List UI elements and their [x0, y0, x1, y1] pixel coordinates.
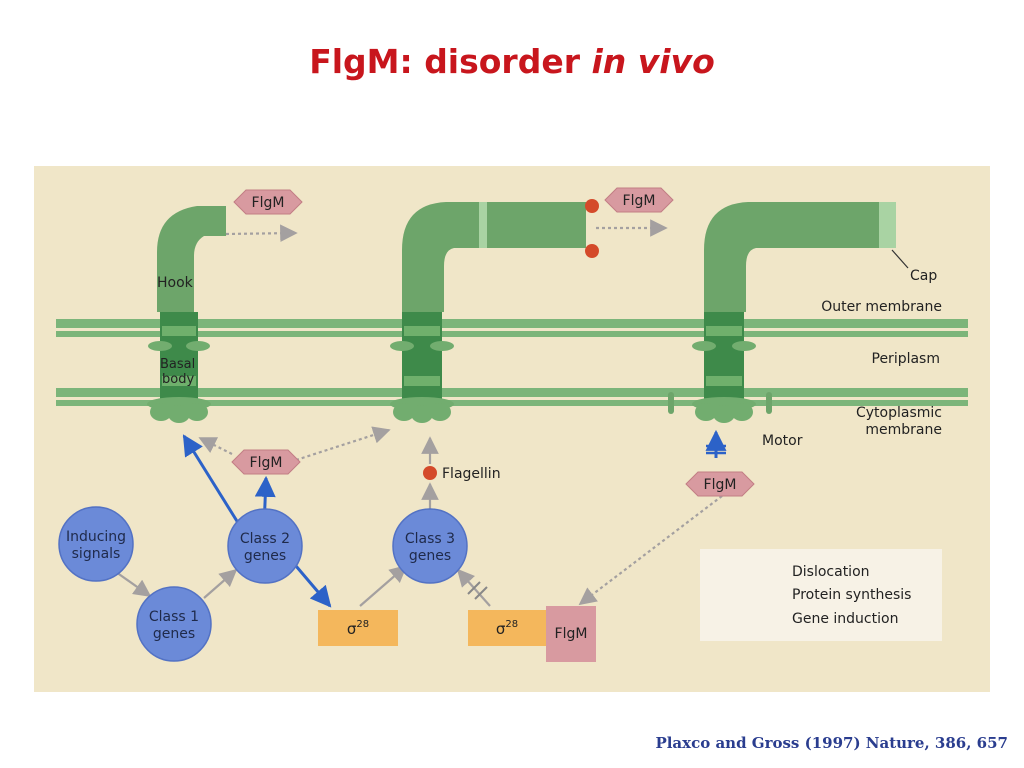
svg-text:FlgM: FlgM: [623, 193, 656, 209]
dislocation-arrows: [198, 219, 723, 606]
svg-text:Class 2: Class 2: [240, 531, 290, 547]
class-3-genes-circle: Class 3 genes: [392, 508, 468, 584]
outer-membrane: [56, 319, 968, 337]
svg-text:genes: genes: [409, 548, 451, 564]
class-2-genes-circle: Class 2 genes: [227, 508, 303, 584]
svg-text:genes: genes: [244, 548, 286, 564]
sigma28-flgm-complex: σ28 FlgM: [468, 606, 596, 662]
svg-text:Inducing: Inducing: [66, 529, 126, 545]
flgm-hexagon-middle: FlgM: [231, 449, 301, 475]
title-main: FlgM: disorder: [309, 42, 592, 81]
title-emphasis: in vivo: [591, 42, 715, 81]
svg-text:Class 3: Class 3: [405, 531, 455, 547]
basal-body-label-1: Basal: [160, 357, 195, 372]
class-1-genes-circle: Class 1 genes: [136, 586, 212, 662]
hook-label: Hook: [157, 275, 194, 291]
flagellin-label: Flagellin: [442, 466, 501, 482]
svg-text:σ28: σ28: [496, 619, 518, 638]
inhibition-mark: [467, 581, 488, 600]
flagellin-dot: [423, 466, 437, 480]
cytoplasmic-label-1: Cytoplasmic: [856, 405, 942, 421]
basal-body-label-2: body: [162, 372, 194, 387]
svg-text:FlgM: FlgM: [555, 626, 588, 642]
flagellum-3: [668, 202, 896, 423]
legend: Dislocation Protein synthesis Gene induc…: [700, 549, 942, 641]
cap-label: Cap: [910, 268, 937, 284]
svg-text:FlgM: FlgM: [250, 455, 283, 471]
cap-leader-line: [891, 249, 909, 269]
motor-label: Motor: [762, 433, 803, 449]
slide-title: FlgM: disorder in vivo: [0, 42, 1024, 81]
flagellum-1: [147, 206, 226, 423]
periplasm-label: Periplasm: [872, 351, 941, 367]
flagellar-regulation-diagram: Hook Basal body Cap Motor O: [34, 166, 990, 692]
sigma28-box-free: σ28: [318, 610, 398, 646]
legend-gene-induction-label: Gene induction: [792, 611, 898, 627]
legend-dislocation-label: Dislocation: [792, 564, 870, 580]
citation: Plaxco and Gross (1997) Nature, 386, 657: [655, 734, 1008, 752]
legend-protein-synthesis-label: Protein synthesis: [792, 587, 911, 603]
flgm-hexagon-right: FlgM: [685, 471, 755, 497]
blocked-synthesis-mark: [706, 444, 726, 455]
svg-text:genes: genes: [153, 626, 195, 642]
svg-text:σ28: σ28: [347, 619, 369, 638]
flagellin-subunits: [585, 199, 599, 258]
svg-text:signals: signals: [72, 546, 121, 562]
svg-text:FlgM: FlgM: [252, 195, 285, 211]
svg-text:FlgM: FlgM: [704, 477, 737, 493]
flagellum-2: [390, 202, 586, 423]
protein-synthesis-arrows: [182, 429, 727, 608]
inducing-signals-circle: Inducing signals: [58, 506, 134, 582]
flgm-hexagon-top-2: FlgM: [604, 187, 674, 213]
cytoplasmic-label-2: membrane: [865, 422, 942, 438]
flgm-hexagon-top-1: FlgM: [233, 189, 303, 215]
outer-membrane-label: Outer membrane: [821, 299, 942, 315]
cytoplasmic-membrane: [56, 388, 968, 406]
svg-text:Class 1: Class 1: [149, 609, 199, 625]
